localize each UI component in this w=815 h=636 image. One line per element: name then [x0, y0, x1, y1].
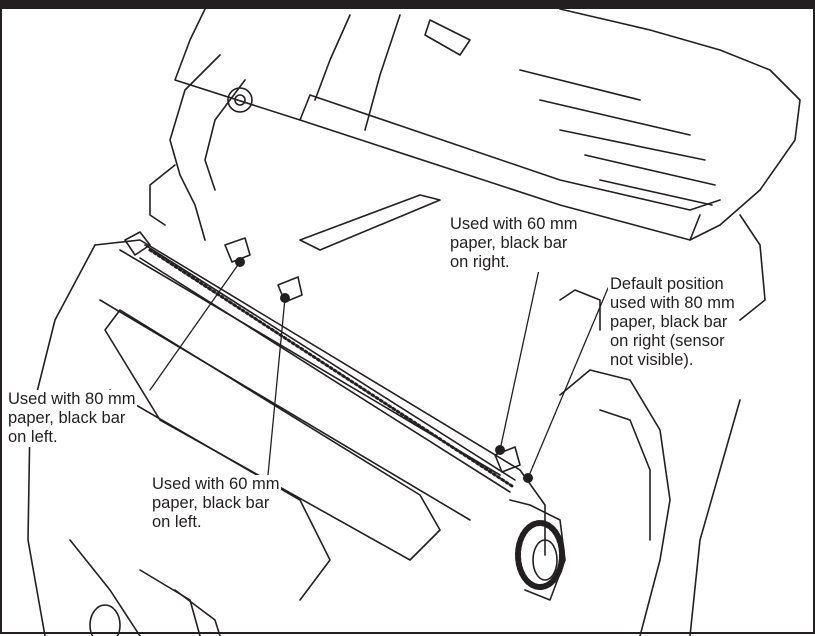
drive-gear [509, 499, 566, 601]
callout-line: on right (sensor [610, 332, 725, 350]
callout-dots [235, 257, 533, 483]
callout-dot [280, 293, 290, 303]
sensor-tab-2 [224, 237, 251, 263]
callout-line: paper, black bar [152, 494, 270, 512]
callout-line: Used with 60 mm [152, 475, 280, 493]
sensor-tab-4 [494, 446, 521, 473]
callout-line: paper, black bar [450, 234, 568, 252]
callout-dot [495, 445, 505, 455]
callout-line: used with 80 mm [610, 294, 735, 312]
callout-line: Used with 80 mm [8, 390, 136, 408]
callout-line: on left. [152, 513, 202, 531]
callout-80mm-left: Used with 80 mm paper, black bar on left… [6, 390, 138, 447]
printer-lid [174, 8, 801, 321]
callout-60mm-right: Used with 60 mm paper, black bar on righ… [448, 215, 580, 272]
callout-line: paper, black bar [610, 313, 728, 331]
leader-lines [149, 261, 609, 479]
platen-roller [139, 244, 516, 493]
sensor-tab-1 [124, 231, 151, 256]
callout-line: on left. [8, 428, 58, 446]
paper-guide [299, 194, 441, 251]
callout-dot [235, 257, 245, 267]
callout-default-80mm-right: Default position used with 80 mm paper, … [608, 275, 737, 370]
callout-line: Used with 60 mm [450, 215, 578, 233]
header-bar [0, 0, 815, 9]
callout-dot [523, 473, 533, 483]
callout-line: on right. [450, 253, 510, 271]
callout-line: not visible). [610, 351, 694, 369]
callout-60mm-left: Used with 60 mm paper, black bar on left… [150, 475, 282, 532]
callout-line: Default position [610, 275, 724, 293]
callout-line: paper, black bar [8, 409, 126, 427]
hinge-arm [149, 54, 253, 241]
